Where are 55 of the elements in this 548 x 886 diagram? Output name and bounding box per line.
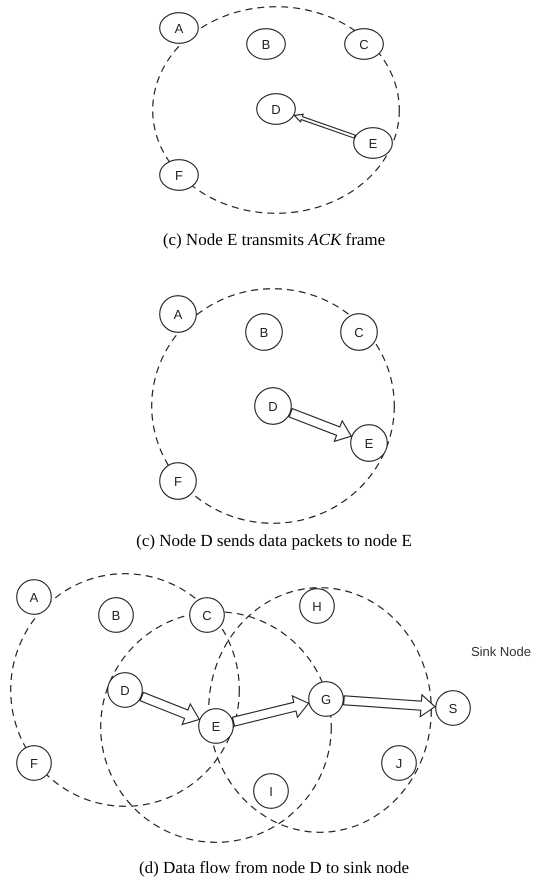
block-arrow: [293, 114, 356, 139]
node-letter: E: [364, 436, 374, 450]
node-letter: F: [175, 168, 183, 182]
node-letter: A: [174, 308, 182, 320]
node-circle: [299, 588, 335, 624]
node-circle: [353, 127, 393, 159]
node-letter: C: [359, 38, 369, 50]
node-letter: F: [174, 474, 182, 488]
node-letter: S: [448, 702, 458, 714]
node-letter: I: [269, 784, 273, 798]
node-circle: [381, 745, 417, 781]
node-letter: D: [120, 684, 130, 696]
node-circle: [16, 745, 52, 781]
node-circle: [198, 708, 234, 744]
figure-caption: (c) Node E transmits ACK frame: [162, 230, 386, 249]
node-letter: J: [396, 756, 402, 770]
node-circle: [253, 773, 289, 809]
node-circle: [254, 387, 292, 425]
node-circle: [350, 424, 388, 462]
node-letter: C: [202, 608, 212, 622]
range-circle: [152, 6, 400, 214]
node-letter: C: [354, 326, 364, 338]
node-circle: [159, 462, 197, 500]
node-circle: [256, 93, 296, 125]
range-circle: [151, 288, 395, 524]
range-circle: [10, 573, 240, 807]
node-letter: B: [260, 326, 268, 338]
block-arrow: [288, 408, 352, 442]
block-arrow: [343, 694, 436, 718]
node-letter: B: [112, 608, 120, 622]
node-letter: A: [30, 590, 38, 604]
node-circle: [245, 313, 283, 351]
node-letter: D: [268, 400, 278, 412]
node-circle: [435, 690, 471, 726]
range-circle: [100, 611, 332, 843]
node-letter: D: [271, 102, 281, 116]
node-letter: B: [262, 38, 270, 50]
node-circle: [107, 672, 143, 708]
node-circle: [159, 159, 199, 191]
node-circle: [98, 597, 134, 633]
node-circle: [16, 579, 52, 615]
block-arrow: [232, 694, 310, 727]
figure-caption: (d) Data flow from node D to sink node: [138, 858, 410, 877]
node-letter: H: [312, 600, 322, 612]
node-letter: G: [320, 692, 332, 706]
node-circle: [246, 28, 286, 60]
node-letter: E: [368, 136, 378, 150]
node-caption: Sink Node: [471, 644, 531, 659]
block-arrow: [139, 692, 200, 726]
node-letter: A: [174, 22, 184, 34]
node-circle: [159, 295, 197, 333]
node-letter: F: [30, 756, 38, 770]
node-letter: E: [212, 720, 220, 732]
node-circle: [159, 12, 199, 44]
figure-caption: (c) Node D sends data packets to node E: [136, 531, 412, 550]
